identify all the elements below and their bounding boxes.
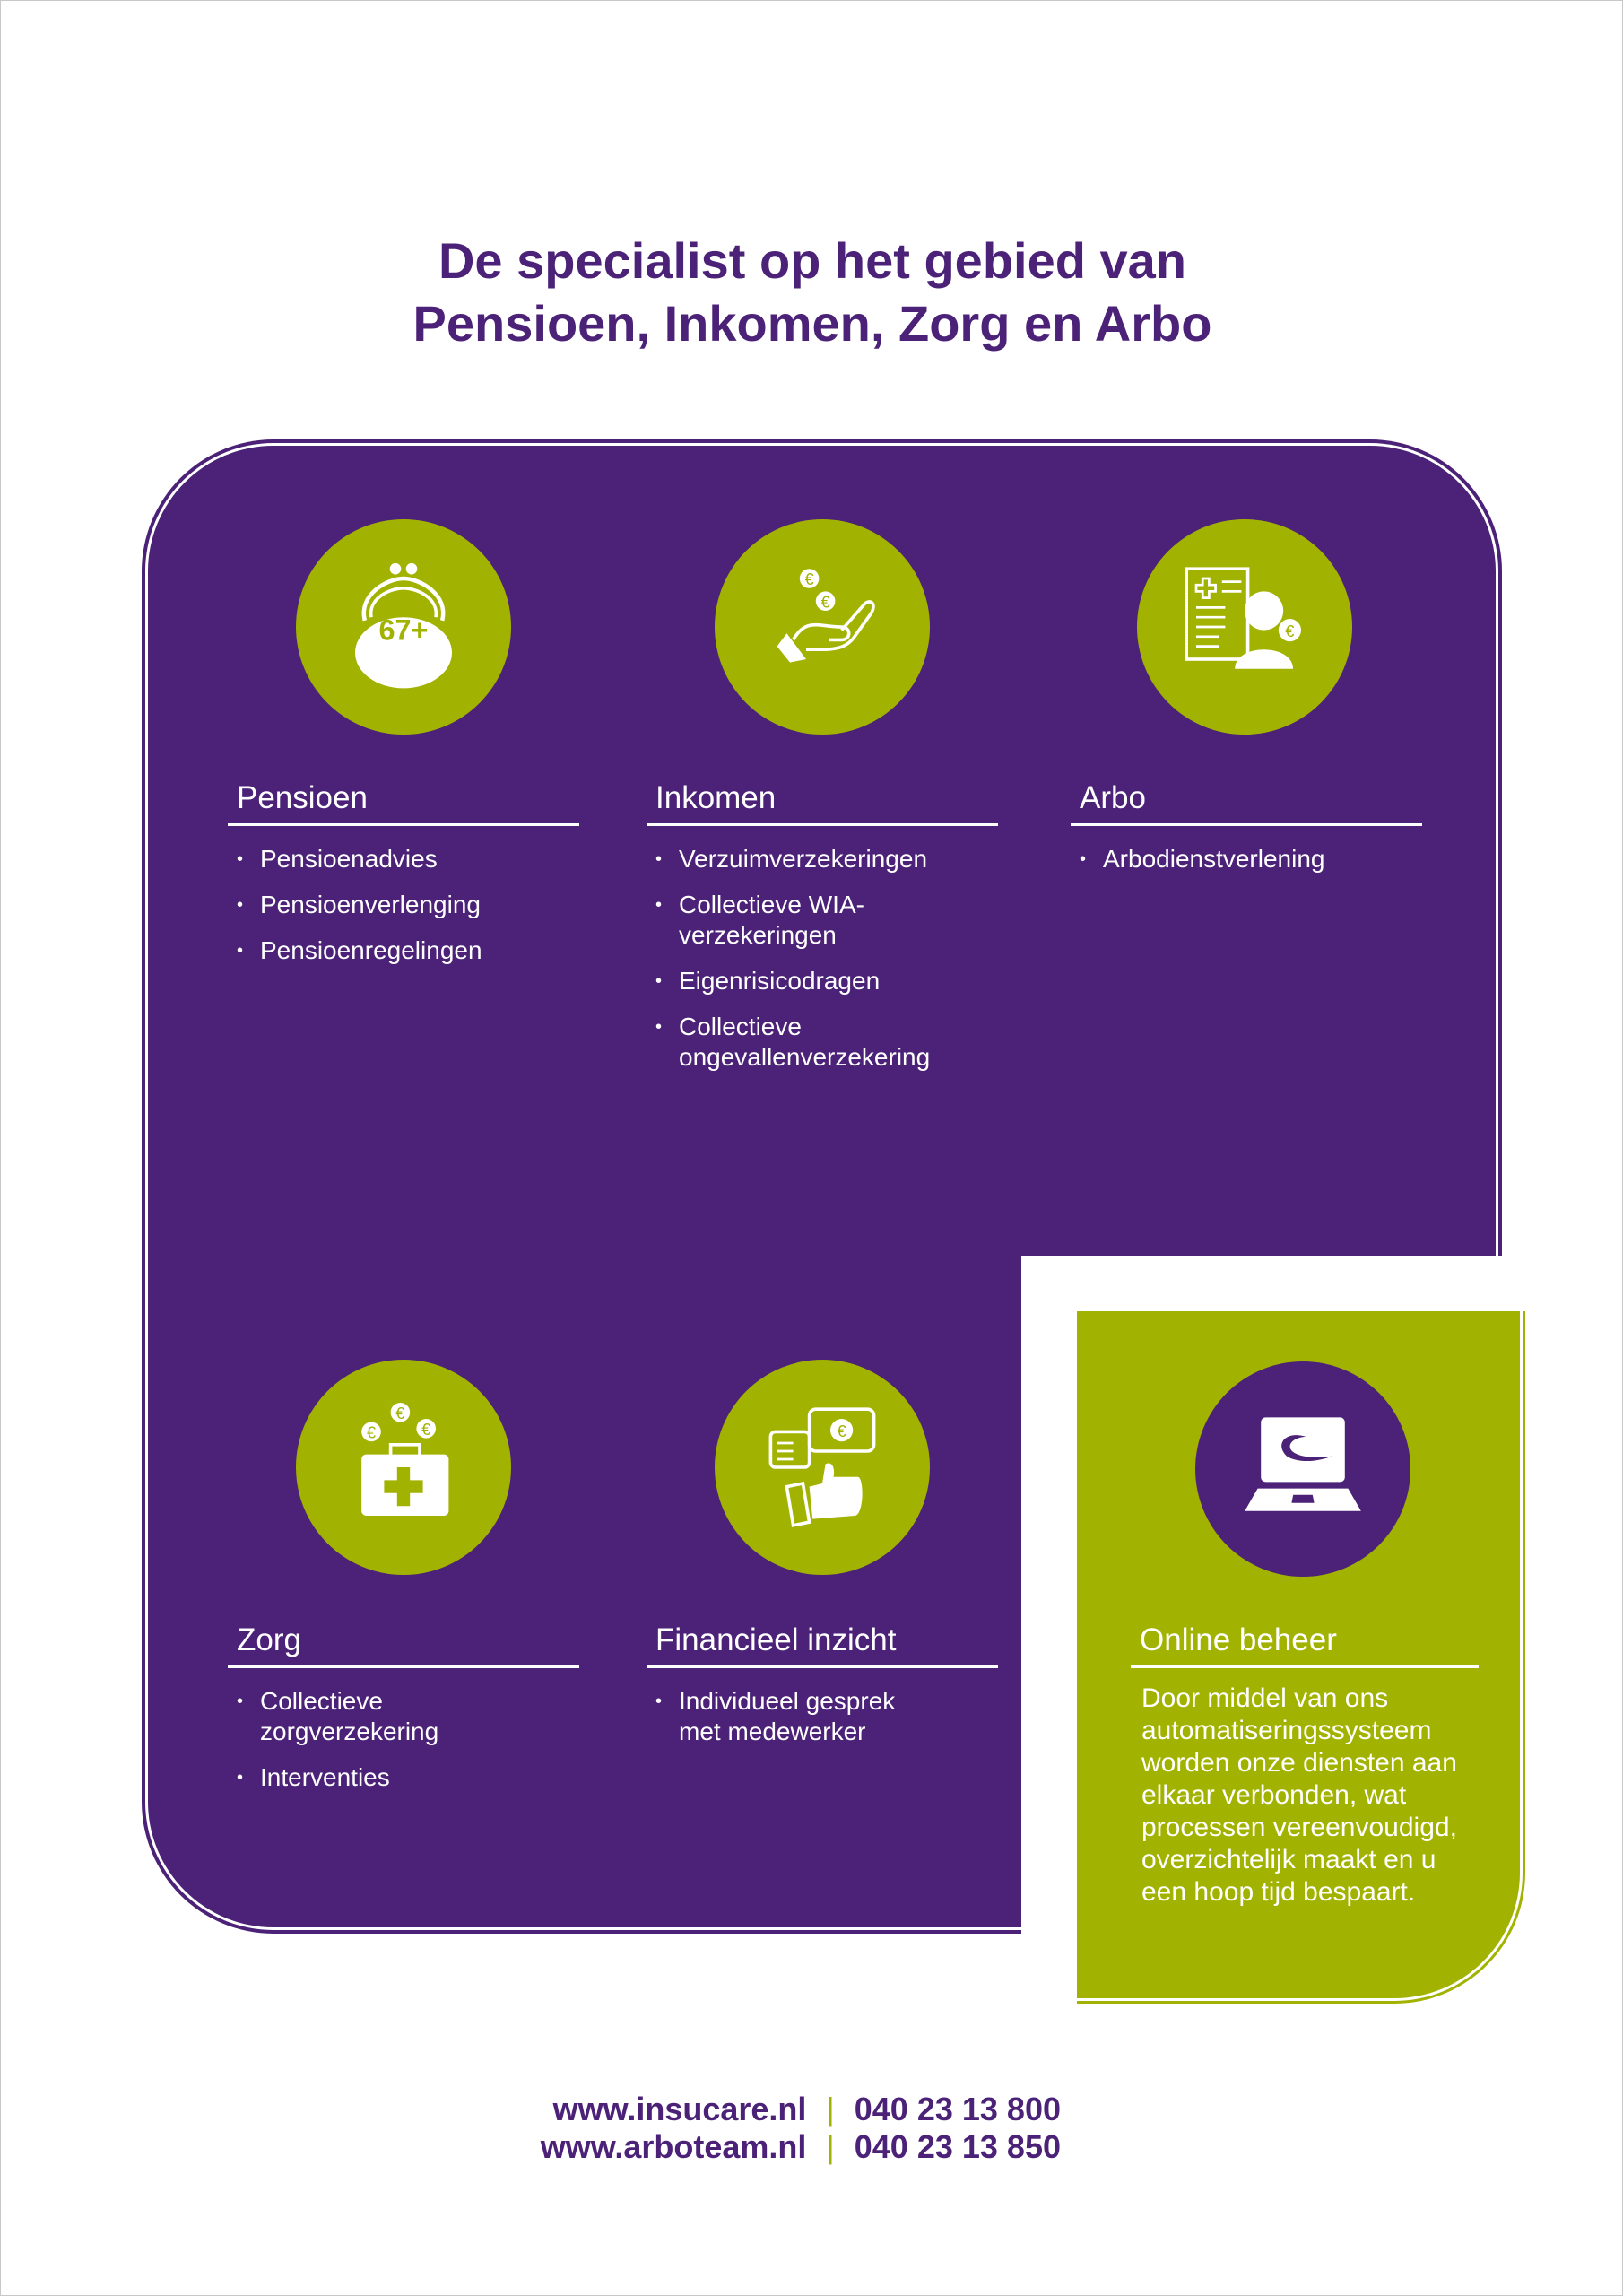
divider	[647, 823, 998, 826]
list-item: Collectieve ongevallenverzekering	[647, 1012, 942, 1073]
title-line-1: De specialist op het gebied van	[438, 232, 1186, 289]
hand-euro-icon: € €	[715, 519, 930, 735]
list-item: Arbodienstverlening	[1071, 844, 1422, 874]
purse-label: 67+	[379, 613, 429, 646]
list-item: Individueel gesprek met medewerker	[647, 1686, 907, 1747]
section-inkomen: Inkomen VerzuimverzekeringenCollectieve …	[647, 773, 998, 1088]
section-pensioen: Pensioen PensioenadviesPensioenverlengin…	[228, 773, 579, 981]
section-title: Pensioen	[237, 780, 368, 815]
laptop-icon	[1195, 1361, 1410, 1577]
divider	[1131, 1665, 1479, 1668]
list-item: Interventies	[228, 1762, 579, 1793]
divider	[228, 823, 579, 826]
doctor-document-icon: €	[1137, 519, 1352, 735]
svg-text:€: €	[821, 593, 830, 611]
svg-text:€: €	[838, 1422, 846, 1440]
svg-text:€: €	[395, 1405, 404, 1422]
list-item: Verzuimverzekeringen	[647, 844, 998, 874]
page-title: De specialist op het gebied van Pensioen…	[1, 230, 1623, 355]
separator: |	[826, 2128, 835, 2165]
section-title: Financieel inzicht	[655, 1622, 897, 1657]
list-item: Eigenrisicodragen	[647, 966, 998, 996]
chat-thumbs-up-icon: €	[715, 1360, 930, 1575]
phone-number[interactable]: 040 23 13 800	[854, 2091, 1061, 2127]
section-title: Inkomen	[655, 780, 777, 815]
website-link[interactable]: www.arboteam.nl	[540, 2128, 807, 2165]
list-item: Pensioenadvies	[228, 844, 579, 874]
medical-kit-euro-icon: € € €	[296, 1360, 511, 1575]
section-title: Arbo	[1080, 780, 1146, 815]
coin-purse-icon: 67+	[296, 519, 511, 735]
website-link[interactable]: www.insucare.nl	[552, 2091, 807, 2127]
section-title: Zorg	[237, 1622, 301, 1657]
divider	[1071, 823, 1422, 826]
phone-number[interactable]: 040 23 13 850	[854, 2128, 1061, 2165]
list-item: Collectieve zorgverzekering	[228, 1686, 461, 1747]
title-line-2: Pensioen, Inkomen, Zorg en Arbo	[412, 295, 1212, 352]
separator: |	[826, 2091, 835, 2127]
svg-text:€: €	[1285, 622, 1294, 640]
svg-text:€: €	[421, 1421, 430, 1439]
section-description: Door middel van ons automatiseringssyste…	[1141, 1683, 1457, 1907]
list-item: Pensioenverlenging	[228, 890, 579, 920]
section-arbo: Arbo Arbodienstverlening	[1071, 773, 1422, 890]
divider	[647, 1665, 998, 1668]
svg-text:€: €	[805, 570, 814, 588]
svg-text:€: €	[367, 1424, 376, 1442]
section-title: Online beheer	[1140, 1622, 1337, 1657]
list-item: Collectieve WIA-verzekeringen	[647, 890, 942, 951]
contact-row-arboteam: www.arboteam.nl | 040 23 13 850	[541, 2128, 1061, 2166]
divider	[228, 1665, 579, 1668]
section-online-beheer: Online beheer Door middel van ons automa…	[1131, 1615, 1479, 1909]
contact-row-insucare: www.insucare.nl | 040 23 13 800	[553, 2091, 1061, 2128]
section-financieel-inzicht: Financieel inzicht Individueel gesprek m…	[647, 1615, 998, 1762]
section-zorg: Zorg Collectieve zorgverzekeringInterven…	[228, 1615, 579, 1808]
list-item: Pensioenregelingen	[228, 935, 579, 966]
